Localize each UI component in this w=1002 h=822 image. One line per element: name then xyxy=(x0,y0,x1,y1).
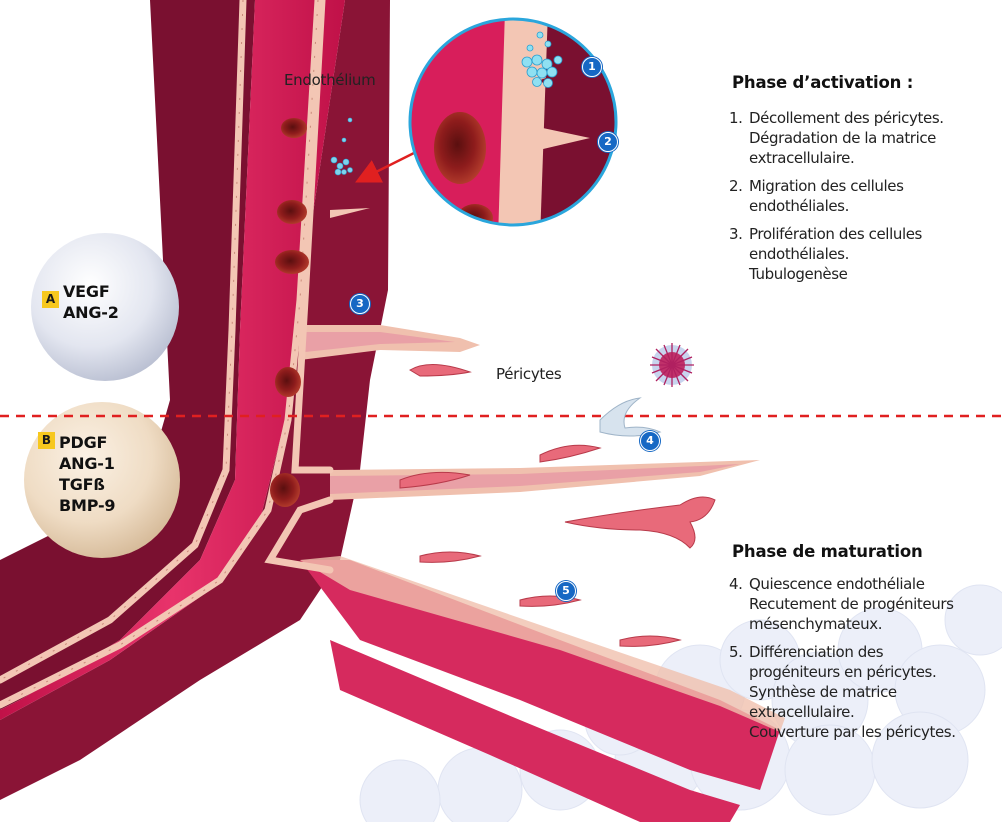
factor-item: VEGF xyxy=(63,281,119,302)
step-line: progéniteurs en péricytes. xyxy=(749,662,1001,682)
maturation-step: 4. Quiescence endothéliale Recutement de… xyxy=(729,574,1001,634)
factor-item: BMP-9 xyxy=(59,495,115,516)
activation-step: 1. Décollement des péricytes. Dégradatio… xyxy=(729,108,1001,168)
maturation-phase-title: Phase de maturation xyxy=(732,542,923,561)
step-badge-4: 4 xyxy=(640,431,660,451)
step-line: Couverture par les péricytes. xyxy=(749,722,1001,742)
maturation-step: 5. Différenciation des progéniteurs en p… xyxy=(729,642,1001,742)
step-badge-1: 1 xyxy=(582,57,602,77)
step-line: Différenciation des xyxy=(749,642,1001,662)
step-number: 2. xyxy=(729,176,743,196)
factor-item: ANG-1 xyxy=(59,453,115,474)
factor-item: ANG-2 xyxy=(63,302,119,323)
factor-list-b: PDGF ANG-1 TGFß BMP-9 xyxy=(59,432,115,516)
maturation-steps: 4. Quiescence endothéliale Recutement de… xyxy=(729,574,1001,750)
step-line: extracellulaire. xyxy=(749,148,1001,168)
step-line: extracellulaire. xyxy=(749,702,1001,722)
activation-steps: 1. Décollement des péricytes. Dégradatio… xyxy=(729,108,1001,292)
step-line: Synthèse de matrice xyxy=(749,682,1001,702)
step-line: mésenchymateux. xyxy=(749,614,1001,634)
leukocyte xyxy=(650,343,694,387)
step-line: Migration des cellules xyxy=(749,176,1001,196)
activation-step: 3. Prolifération des cellules endothélia… xyxy=(729,224,1001,284)
step-badge-5: 5 xyxy=(556,581,576,601)
step-number: 4. xyxy=(729,574,743,594)
step-line: Quiescence endothéliale xyxy=(749,574,1001,594)
step-line: Tubulogenèse xyxy=(749,264,1001,284)
activation-step: 2. Migration des cellules endothéliales. xyxy=(729,176,1001,216)
factor-tag-a: A xyxy=(42,291,59,308)
activation-phase-title: Phase d’activation : xyxy=(732,73,913,92)
factor-item: TGFß xyxy=(59,474,115,495)
step-badge-3: 3 xyxy=(350,294,370,314)
step-number: 5. xyxy=(729,642,743,662)
factor-list-a: VEGF ANG-2 xyxy=(63,281,119,323)
step-line: Décollement des péricytes. xyxy=(749,108,1001,128)
step-number: 1. xyxy=(729,108,743,128)
step-line: endothéliales. xyxy=(749,244,1001,264)
step-line: Dégradation de la matrice xyxy=(749,128,1001,148)
step-line: endothéliales. xyxy=(749,196,1001,216)
step-line: Prolifération des cellules xyxy=(749,224,1001,244)
factor-tag-b: B xyxy=(38,432,55,449)
factor-item: PDGF xyxy=(59,432,115,453)
step-badge-2: 2 xyxy=(598,132,618,152)
label-pericytes: Péricytes xyxy=(496,365,561,383)
step-line: Recutement de progéniteurs xyxy=(749,594,1001,614)
label-endothelium: Endothélium xyxy=(284,71,375,89)
magnifier xyxy=(400,10,630,240)
step-number: 3. xyxy=(729,224,743,244)
